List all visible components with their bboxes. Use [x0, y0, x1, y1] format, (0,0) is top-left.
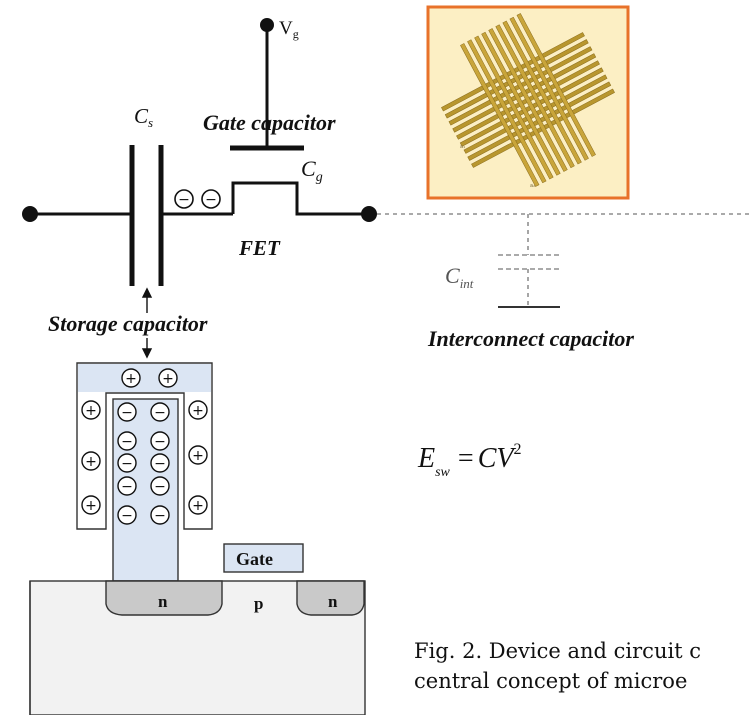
- device-charges: + + + + + + + + − − − − − − − − − −: [81, 368, 208, 525]
- strip-set-vertical: [460, 13, 596, 187]
- electron-symbol: −: [205, 192, 217, 208]
- n-right-label: n: [328, 592, 338, 611]
- negative-charge: −: [150, 453, 170, 473]
- metal-strip: [474, 35, 554, 180]
- positive-charge: +: [188, 495, 208, 515]
- negative-charge: −: [150, 476, 170, 496]
- gate-capacitor-label: Gate capacitor: [203, 110, 336, 135]
- metal-strip: [460, 43, 540, 187]
- charge-symbol: −: [121, 405, 133, 421]
- charge-symbol: +: [85, 454, 97, 470]
- negative-charge: −: [117, 505, 137, 525]
- n-region-right: [296, 580, 365, 616]
- gate-electrode: [223, 543, 304, 573]
- charge-symbol: −: [154, 434, 166, 450]
- cg-label: Cg: [301, 156, 323, 185]
- negative-charge: −: [117, 431, 137, 451]
- metal-strip: [467, 39, 547, 184]
- n-left-label: n: [158, 592, 168, 611]
- metal-strip: [502, 20, 582, 165]
- charge-symbol: −: [121, 508, 133, 524]
- vg-label: Vg: [279, 18, 299, 41]
- inset-label-a: a₁: [460, 144, 465, 150]
- negative-charge: −: [150, 402, 170, 422]
- charge-symbol: −: [154, 479, 166, 495]
- metal-strip: [495, 24, 575, 169]
- positive-charge: +: [188, 400, 208, 420]
- fet-channel-wire: [231, 181, 369, 216]
- positive-charge: +: [81, 451, 101, 471]
- metal-strip: [509, 16, 589, 161]
- negative-charge: −: [150, 431, 170, 451]
- negative-charge: −: [150, 505, 170, 525]
- gate-block-label: Gate: [236, 549, 273, 569]
- caption-line-1: Fig. 2. Device and circuit c: [414, 639, 702, 663]
- right-terminal-node: [361, 206, 377, 222]
- negative-charge: −: [117, 453, 137, 473]
- metal-strip: [481, 31, 561, 176]
- positive-charge: +: [121, 368, 141, 388]
- charge-symbol: +: [85, 403, 97, 419]
- inset-label-b: a₂: [530, 183, 535, 189]
- fet-label: FET: [238, 236, 281, 260]
- metal-strip: [516, 13, 596, 157]
- caption-line-2: central concept of microe: [414, 669, 688, 693]
- cs-label: Cs: [134, 104, 153, 130]
- negative-charge: −: [117, 476, 137, 496]
- p-channel-label: p: [254, 594, 263, 613]
- metal-strip: [488, 28, 568, 172]
- positive-charge: +: [188, 445, 208, 465]
- charge-symbol: −: [121, 479, 133, 495]
- charge-symbol: +: [192, 448, 204, 464]
- charge-symbol: −: [121, 434, 133, 450]
- electron-symbol: −: [178, 192, 190, 208]
- positive-charge: +: [81, 400, 101, 420]
- left-terminal-node: [22, 206, 38, 222]
- charge-symbol: −: [121, 456, 133, 472]
- charge-symbol: +: [192, 403, 204, 419]
- positive-charge: +: [81, 495, 101, 515]
- crossbar-inset-image: a₁ a₂: [426, 5, 630, 200]
- charge-symbol: +: [192, 498, 204, 514]
- cint-label: Cint: [445, 263, 474, 291]
- vg-terminal-node: [260, 18, 274, 32]
- interconnect-capacitor-label: Interconnect capacitor: [427, 326, 634, 351]
- charge-symbol: −: [154, 405, 166, 421]
- positive-charge: +: [158, 368, 178, 388]
- charge-symbol: +: [85, 498, 97, 514]
- storage-capacitor-label: Storage capacitor: [48, 311, 208, 336]
- circuit-wires: [32, 25, 369, 216]
- crossbar-strips: [441, 13, 615, 187]
- electron-pair: − −: [174, 189, 221, 209]
- switching-energy-equation: Esw=CV2: [417, 441, 521, 480]
- charge-symbol: +: [162, 371, 174, 387]
- figure-caption: Fig. 2. Device and circuit c central con…: [414, 636, 751, 715]
- storage-arrows: [141, 287, 153, 359]
- charge-symbol: −: [154, 508, 166, 524]
- negative-charge: −: [117, 402, 137, 422]
- dielectric-top-band: [78, 364, 211, 392]
- n-region-left: [105, 580, 223, 616]
- charge-symbol: −: [154, 456, 166, 472]
- charge-symbol: +: [125, 371, 137, 387]
